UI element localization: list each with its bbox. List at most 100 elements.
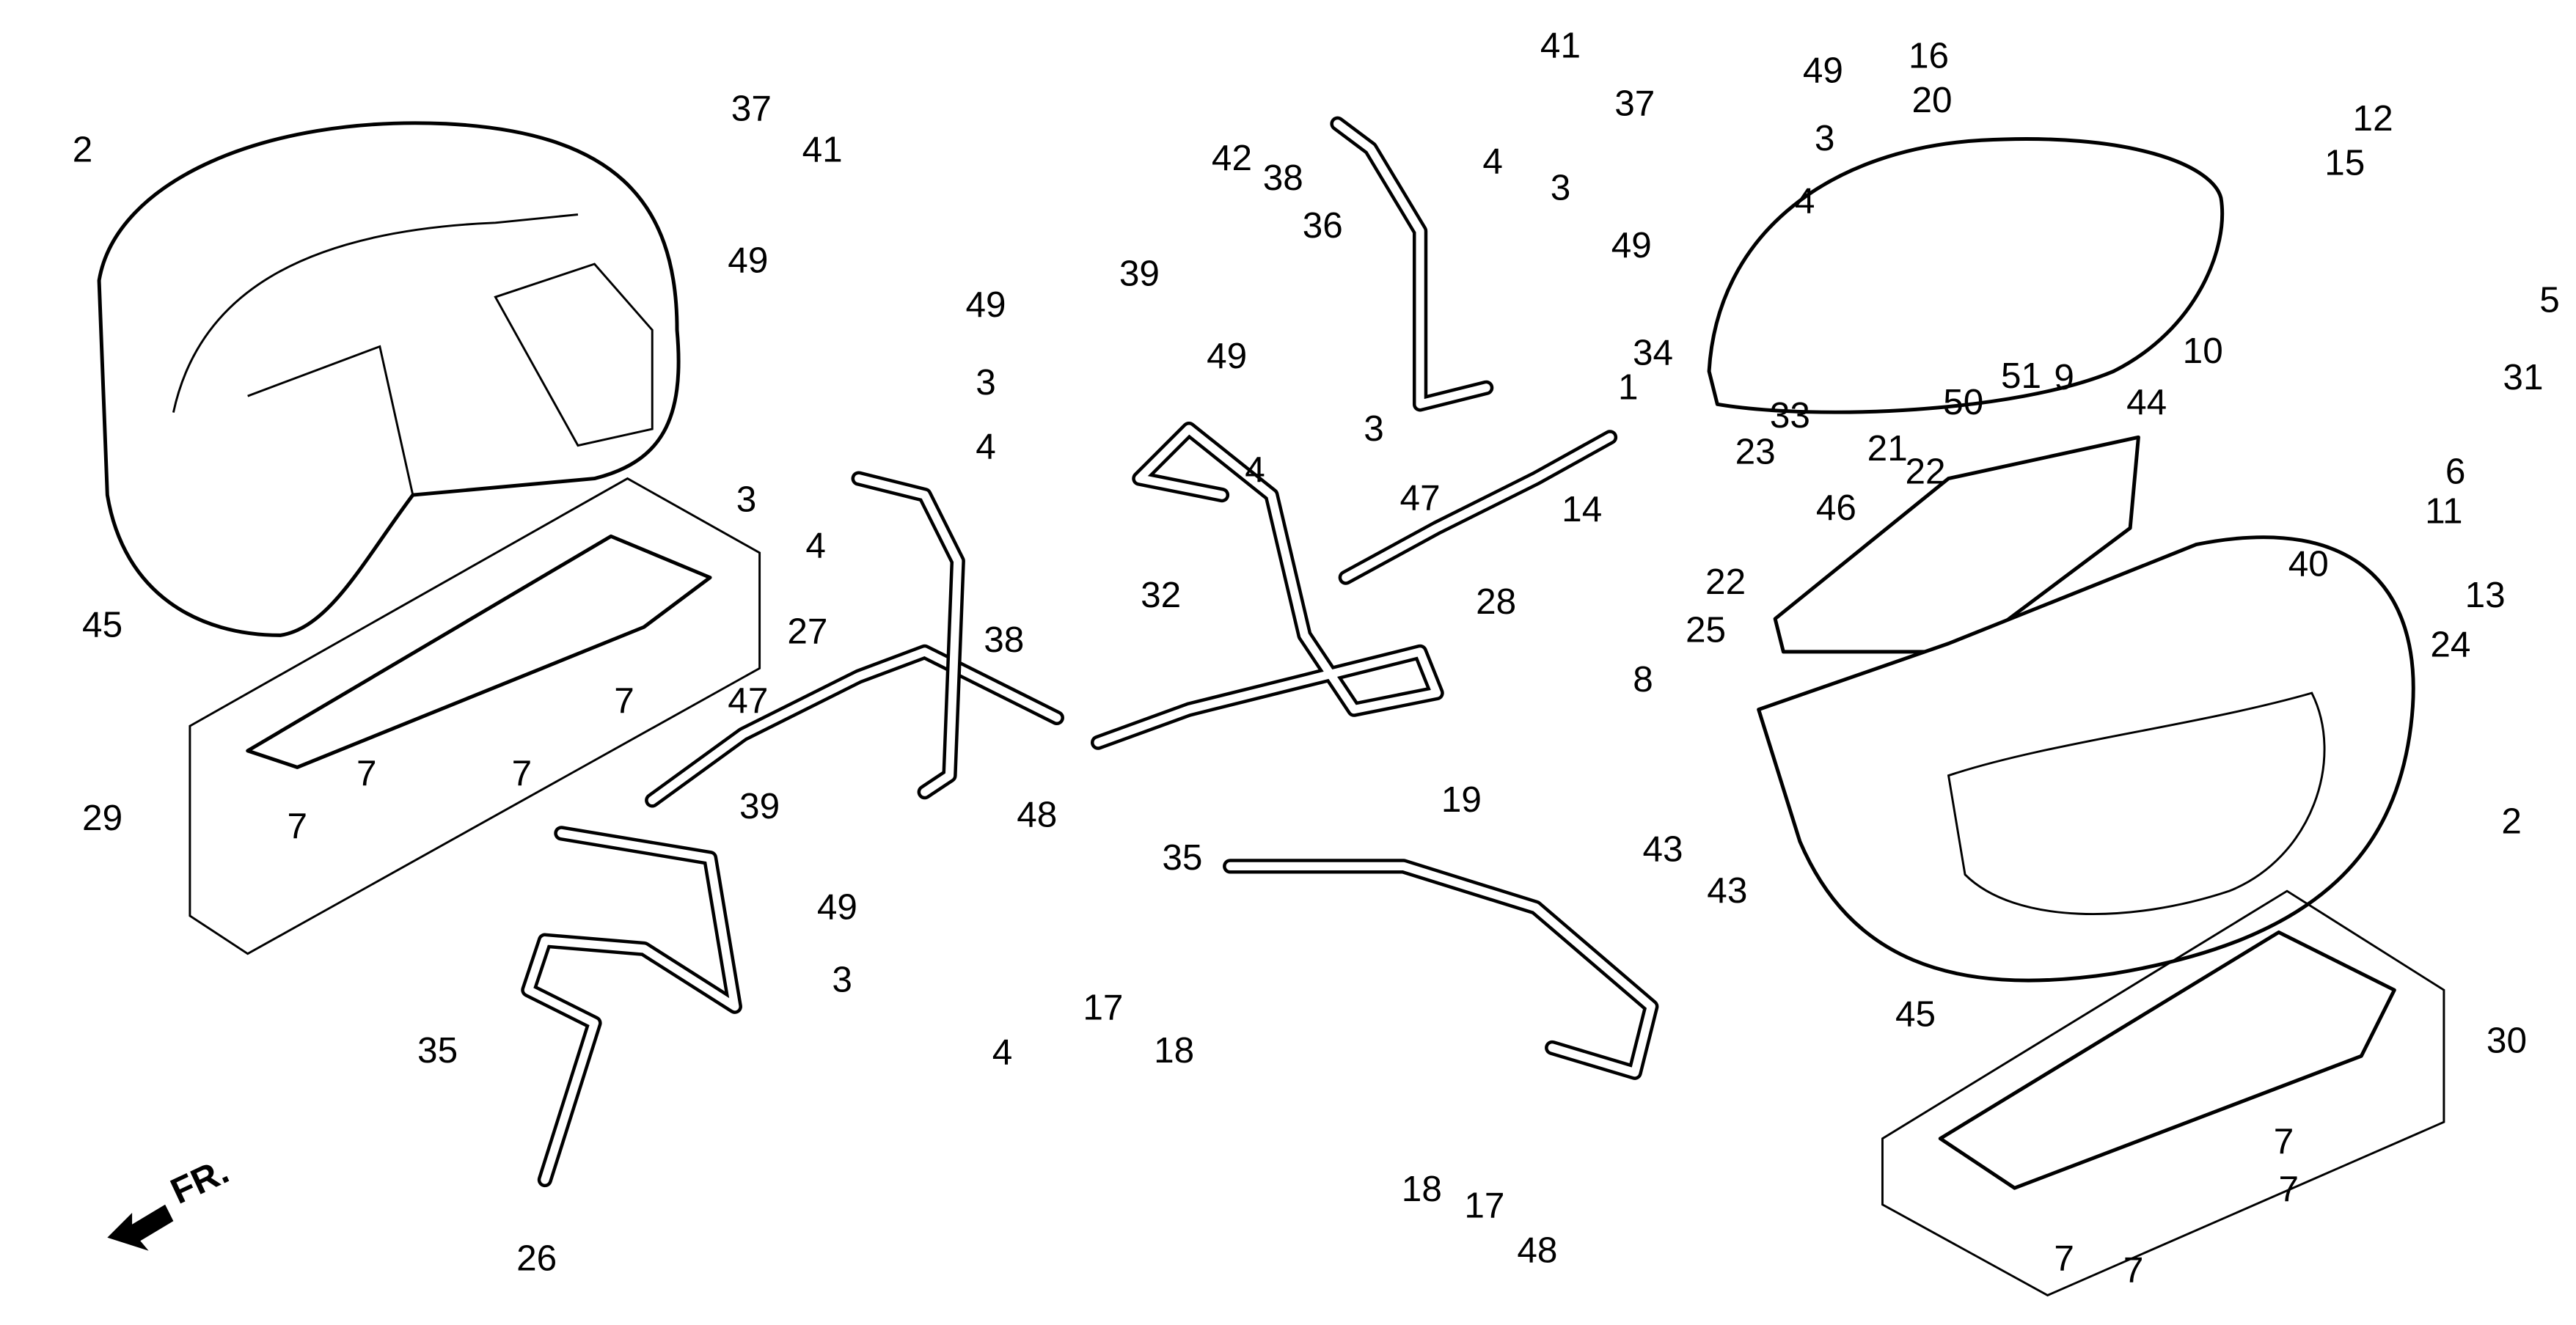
- center-bracket-in: [1333, 120, 1490, 408]
- callout-label-30: 30: [2487, 1021, 2527, 1061]
- callout-label-3: 3: [736, 480, 757, 520]
- callout-label-47: 47: [1400, 477, 1441, 518]
- callout-label-35: 35: [417, 1030, 458, 1071]
- callout-label-27: 27: [787, 612, 827, 652]
- callout-label-45: 45: [82, 605, 122, 645]
- part-drawings: [97, 116, 2445, 1297]
- callout-label-18: 18: [1154, 1030, 1194, 1071]
- callout-label-14: 14: [1562, 489, 1602, 529]
- callout-label-49: 49: [965, 285, 1006, 325]
- callout-label-23: 23: [1735, 431, 1776, 471]
- callout-label-4: 4: [992, 1032, 1013, 1072]
- callout-label-20: 20: [1911, 80, 1952, 120]
- left-bracket-38-in: [855, 474, 962, 796]
- pipe-19-in: [1226, 862, 1655, 1077]
- callout-label-4: 4: [1795, 180, 1815, 221]
- callout-label-15: 15: [2324, 143, 2365, 183]
- callout-label-3: 3: [1364, 408, 1384, 449]
- right-inner-panel: [1938, 930, 2396, 1190]
- callout-label-33: 33: [1770, 395, 1810, 436]
- pipe-19: [1223, 859, 1659, 1080]
- callout-label-37: 37: [1614, 84, 1655, 124]
- callout-label-17: 17: [1083, 988, 1123, 1028]
- left-rail-26-in: [524, 829, 739, 1184]
- callout-label-35: 35: [1162, 837, 1202, 878]
- callout-label-47: 47: [728, 680, 768, 721]
- callout-label-21: 21: [1867, 428, 1908, 469]
- callout-label-40: 40: [2288, 543, 2329, 584]
- callout-label-18: 18: [1402, 1169, 1442, 1209]
- callout-label-22: 22: [1705, 562, 1746, 602]
- callout-label-17: 17: [1464, 1186, 1504, 1226]
- callout-label-49: 49: [728, 240, 768, 280]
- callout-label-2: 2: [2501, 801, 2522, 841]
- callout-label-19: 19: [1441, 779, 1482, 820]
- callout-label-31: 31: [2503, 357, 2543, 397]
- callout-label-1: 1: [1618, 367, 1639, 408]
- callout-label-36: 36: [1303, 205, 1343, 246]
- callout-label-6: 6: [2445, 451, 2466, 491]
- right-panel-box: [1881, 889, 2445, 1297]
- callout-label-38: 38: [984, 620, 1024, 660]
- callout-label-4: 4: [805, 526, 826, 566]
- left-stay-27-in: [648, 647, 1061, 805]
- callout-label-50: 50: [1943, 382, 1983, 422]
- callout-label-7: 7: [356, 753, 377, 793]
- callout-label-7: 7: [2054, 1238, 2074, 1279]
- callout-label-10: 10: [2183, 331, 2223, 371]
- callout-label-34: 34: [1633, 332, 1673, 372]
- right-saddlebag-lid: [1707, 137, 2225, 414]
- callout-label-7: 7: [2279, 1169, 2299, 1209]
- callout-label-46: 46: [1816, 488, 1856, 528]
- callout-label-26: 26: [516, 1238, 557, 1279]
- center-stay-32-in: [1094, 425, 1441, 747]
- right-saddlebag-case: [1757, 535, 2415, 983]
- callout-label-7: 7: [2123, 1250, 2144, 1291]
- callout-label-49: 49: [1803, 51, 1843, 91]
- right-case-emblem-panel: [1947, 691, 2326, 915]
- callout-label-4: 4: [976, 427, 996, 467]
- callout-label-7: 7: [614, 680, 634, 721]
- callout-label-25: 25: [1686, 609, 1726, 650]
- left-saddlebag-detail: [172, 213, 654, 496]
- callout-label-45: 45: [1895, 994, 1936, 1035]
- callout-label-41: 41: [802, 130, 843, 170]
- callout-label-7: 7: [512, 753, 533, 793]
- callout-label-3: 3: [1815, 118, 1835, 158]
- callout-label-39: 39: [739, 786, 780, 826]
- callout-label-43: 43: [1707, 870, 1747, 911]
- callout-label-2: 2: [73, 130, 93, 170]
- callout-label-4: 4: [1245, 449, 1265, 490]
- callout-label-12: 12: [2353, 98, 2393, 139]
- right-seal-ring: [1773, 435, 2140, 654]
- callout-label-13: 13: [2465, 575, 2506, 615]
- callout-label-51: 51: [2001, 356, 2041, 396]
- callout-label-48: 48: [1017, 794, 1057, 834]
- callout-label-44: 44: [2126, 382, 2167, 422]
- left-saddlebag-shell: [97, 121, 681, 637]
- callout-label-7: 7: [2274, 1121, 2294, 1161]
- callout-label-29: 29: [82, 798, 122, 838]
- callout-label-39: 39: [1119, 253, 1160, 293]
- callout-label-38: 38: [1263, 158, 1303, 198]
- callout-label-3: 3: [976, 362, 996, 403]
- stay-28-in: [1342, 433, 1614, 582]
- callout-label-32: 32: [1141, 575, 1181, 615]
- callout-label-7: 7: [287, 806, 307, 846]
- front-direction-arrow-icon: [107, 1204, 174, 1251]
- callout-label-49: 49: [1207, 336, 1247, 376]
- callout-label-42: 42: [1212, 138, 1252, 178]
- callout-label-37: 37: [731, 88, 772, 128]
- callout-label-41: 41: [1540, 26, 1581, 66]
- callout-label-8: 8: [1633, 659, 1653, 700]
- callout-label-16: 16: [1909, 35, 1949, 76]
- callout-label-3: 3: [1551, 167, 1571, 208]
- callout-label-9: 9: [2054, 357, 2074, 397]
- callout-label-24: 24: [2430, 625, 2470, 665]
- callout-label-4: 4: [1482, 141, 1503, 181]
- left-panel-box: [189, 477, 761, 955]
- callout-label-3: 3: [832, 959, 852, 999]
- callout-label-49: 49: [817, 887, 857, 927]
